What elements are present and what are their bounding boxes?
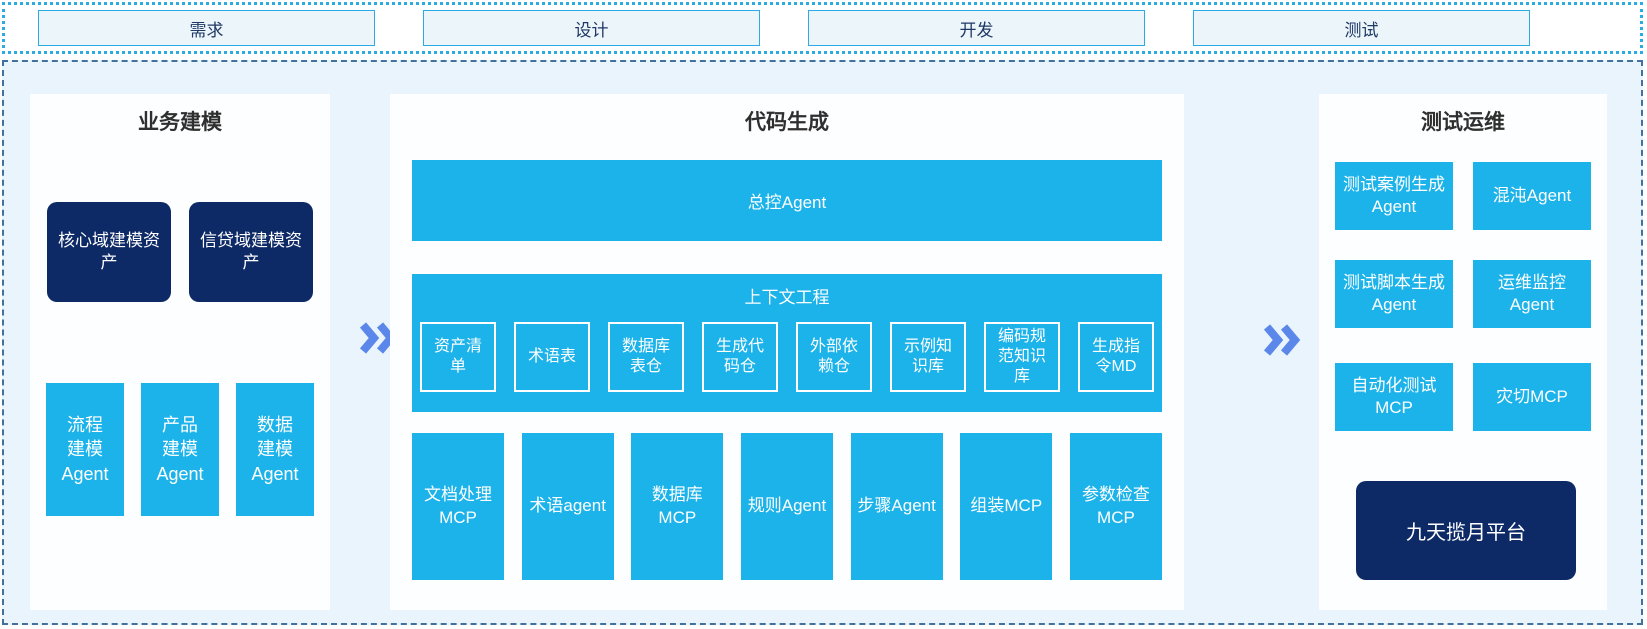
main-area: 业务建模 核心域建模资产 信贷域建模资产 流程建模Agent 产品建模Agent… bbox=[2, 60, 1643, 625]
panel-test-ops: 测试运维 测试案例生成Agent 混沌Agent 测试脚本生成Agent 运维监… bbox=[1319, 94, 1607, 610]
box-database-table-repo: 数据库表仓 bbox=[608, 322, 684, 392]
box-document-processing-mcp: 文档处理MCP bbox=[412, 433, 504, 580]
phase-box-requirements: 需求 bbox=[38, 10, 375, 46]
phase-label: 开发 bbox=[959, 20, 994, 40]
phase-strip: 需求 设计 开发 测试 bbox=[2, 2, 1643, 54]
context-engineering-items: 资产清单 术语表 数据库表仓 生成代码仓 外部依赖仓 示例知识库 编码规范知识库… bbox=[412, 322, 1162, 392]
test-ops-row: 自动化测试MCP 灾切MCP bbox=[1319, 363, 1607, 431]
code-generation-tools-row: 文档处理MCP 术语agent 数据库MCP 规则Agent 步骤Agent 组… bbox=[412, 433, 1162, 580]
panel-title-test-ops: 测试运维 bbox=[1421, 111, 1505, 134]
box-chaos-agent: 混沌Agent bbox=[1473, 162, 1591, 230]
phase-box-design: 设计 bbox=[423, 10, 760, 46]
box-asset-inventory: 资产清单 bbox=[420, 322, 496, 392]
test-ops-row: 测试脚本生成Agent 运维监控Agent bbox=[1319, 260, 1607, 328]
box-terminology-agent: 术语agent bbox=[521, 433, 614, 580]
phase-label: 设计 bbox=[574, 20, 609, 40]
box-credit-domain-modeling-assets: 信贷域建模资产 bbox=[189, 202, 313, 302]
phase-label: 测试 bbox=[1344, 20, 1379, 40]
box-assembly-mcp: 组装MCP bbox=[960, 433, 1053, 580]
box-disaster-switch-mcp: 灾切MCP bbox=[1473, 363, 1591, 431]
panel-business-modeling: 业务建模 核心域建模资产 信贷域建模资产 流程建模Agent 产品建模Agent… bbox=[30, 94, 330, 610]
box-generation-instruction-md: 生成指令MD bbox=[1078, 322, 1154, 392]
panel-code-generation: 代码生成 总控Agent 上下文工程 资产清单 术语表 数据库表仓 生成代码仓 … bbox=[390, 94, 1184, 610]
box-example-knowledge-base: 示例知识库 bbox=[890, 322, 966, 392]
phase-label: 需求 bbox=[189, 20, 224, 40]
box-test-case-generation-agent: 测试案例生成Agent bbox=[1335, 162, 1453, 230]
box-external-dependency-repo: 外部依赖仓 bbox=[796, 322, 872, 392]
box-master-control-agent: 总控Agent bbox=[412, 160, 1162, 241]
phase-box-testing: 测试 bbox=[1193, 10, 1530, 46]
box-coding-standard-knowledge-base: 编码规范知识库 bbox=[984, 322, 1060, 392]
phase-box-development: 开发 bbox=[808, 10, 1145, 46]
modeling-asset-row: 核心域建模资产 信贷域建模资产 bbox=[30, 202, 330, 302]
context-engineering-title: 上下文工程 bbox=[744, 288, 830, 307]
box-rule-agent: 规则Agent bbox=[740, 433, 833, 580]
box-glossary: 术语表 bbox=[514, 322, 590, 392]
box-automated-testing-mcp: 自动化测试MCP bbox=[1335, 363, 1453, 431]
box-test-script-generation-agent: 测试脚本生成Agent bbox=[1335, 260, 1453, 328]
box-database-mcp: 数据库MCP bbox=[631, 433, 724, 580]
box-parameter-check-mcp: 参数检查MCP bbox=[1069, 433, 1162, 580]
box-ops-monitoring-agent: 运维监控Agent bbox=[1473, 260, 1591, 328]
context-engineering-section: 上下文工程 资产清单 术语表 数据库表仓 生成代码仓 外部依赖仓 示例知识库 编… bbox=[412, 274, 1162, 412]
modeling-agent-row: 流程建模Agent 产品建模Agent 数据建模Agent bbox=[30, 383, 330, 516]
box-generated-code-repo: 生成代码仓 bbox=[702, 322, 778, 392]
box-core-domain-modeling-assets: 核心域建模资产 bbox=[47, 202, 171, 302]
panel-title-code-generation: 代码生成 bbox=[745, 111, 829, 134]
box-step-agent: 步骤Agent bbox=[850, 433, 943, 580]
panel-title-business-modeling: 业务建模 bbox=[138, 111, 222, 134]
box-product-modeling-agent: 产品建模Agent bbox=[141, 383, 219, 516]
box-data-modeling-agent: 数据建模Agent bbox=[236, 383, 314, 516]
box-process-modeling-agent: 流程建模Agent bbox=[46, 383, 124, 516]
test-ops-row: 测试案例生成Agent 混沌Agent bbox=[1319, 162, 1607, 230]
box-jiutian-lanyue-platform: 九天揽月平台 bbox=[1356, 481, 1576, 580]
flow-arrow-icon bbox=[1263, 324, 1301, 356]
